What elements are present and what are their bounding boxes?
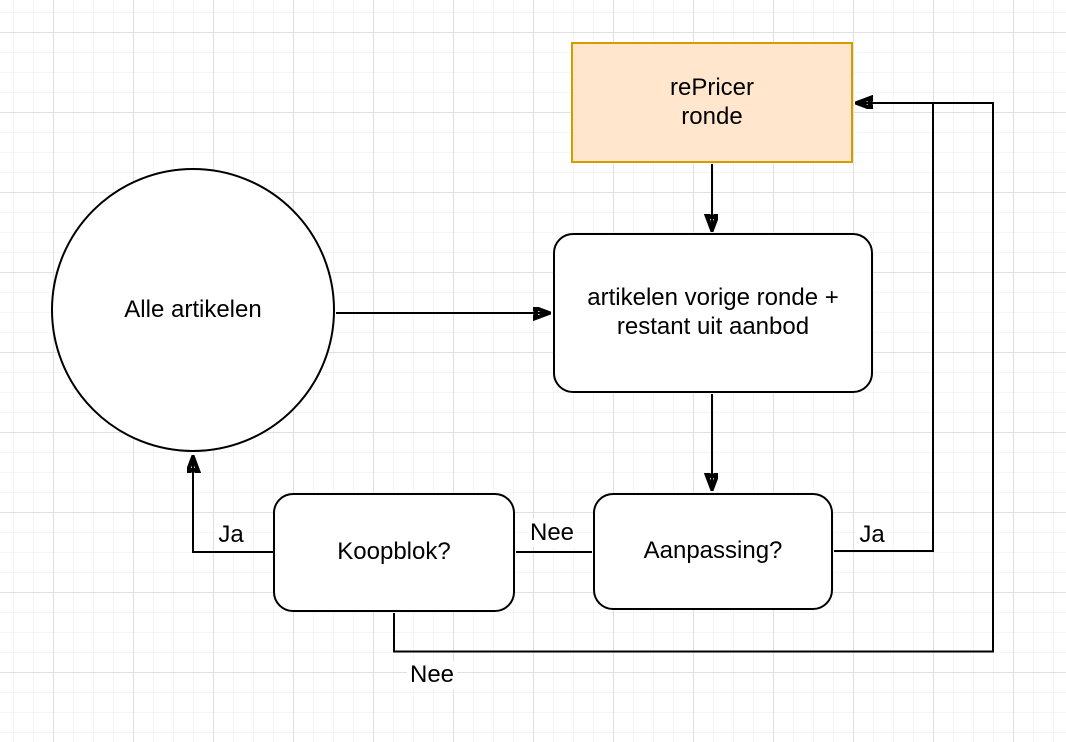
node-koopblok-label: Koopblok? [337,538,451,566]
node-alle-artikelen-label: Alle artikelen [124,295,262,323]
edge-koopblok-to-circle-ja[interactable] [193,457,273,553]
edge-koopblok-to-repricer-nee[interactable] [393,103,994,653]
node-artikelen-vorige-ronde[interactable]: artikelen vorige ronde + restant uit aan… [553,233,873,393]
node-artikelen-vorige-ronde-label: artikelen vorige ronde + restant uit aan… [587,284,839,340]
node-repricer-ronde-label: rePricer ronde [669,73,754,130]
node-alle-artikelen[interactable]: Alle artikelen [51,168,335,452]
node-koopblok[interactable]: Koopblok? [273,493,515,612]
edge-label-ja-left[interactable]: Ja [215,521,247,549]
node-aanpassing-label: Aanpassing? [643,537,783,565]
edge-label-nee-middle[interactable]: Nee [526,519,578,547]
node-repricer-ronde[interactable]: rePricer ronde [571,42,853,163]
edge-label-ja-right[interactable]: Ja [856,521,888,549]
edge-label-nee-bottom[interactable]: Nee [406,661,458,689]
node-aanpassing[interactable]: Aanpassing? [593,493,833,610]
